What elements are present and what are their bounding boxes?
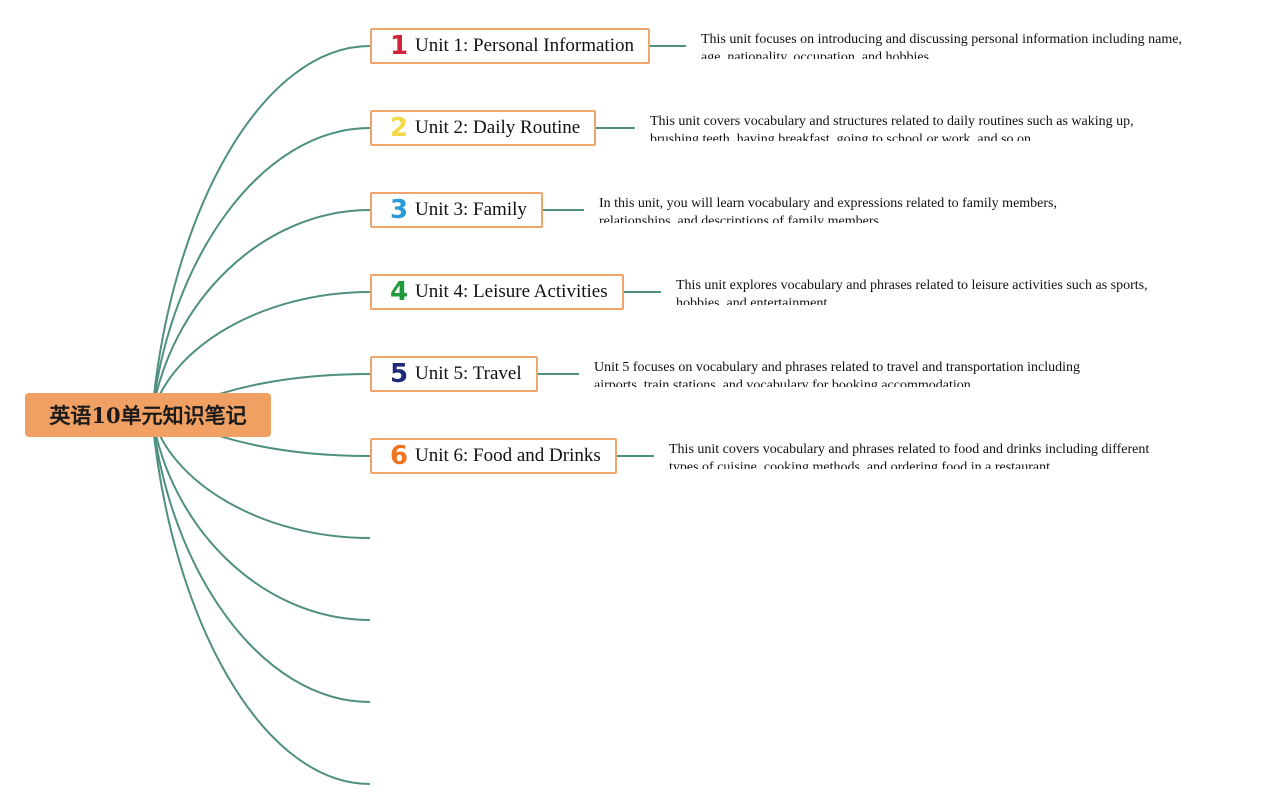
central-topic[interactable]: 英语10单元知识笔记 — [25, 393, 271, 437]
branch-connector-4 — [151, 291, 371, 416]
unit-title-2: Unit 2: Daily Routine — [415, 117, 581, 138]
unit-description-2[interactable]: This unit covers vocabulary and structur… — [650, 114, 1134, 141]
unit-description-3[interactable]: In this unit, you will learn vocabulary … — [599, 196, 1057, 223]
unit-node-6[interactable]: 6 Unit 6: Food and Drinks — [370, 438, 617, 474]
unit-title-6: Unit 6: Food and Drinks — [415, 445, 601, 466]
branch-connector-9 — [151, 414, 371, 703]
unit-node-2[interactable]: 2 Unit 2: Daily Routine — [370, 110, 597, 146]
number-five-icon: 5 — [389, 359, 409, 389]
unit-description-5[interactable]: Unit 5 focuses on vocabulary and phrases… — [594, 360, 1080, 387]
unit-title-1: Unit 1: Personal Information — [415, 35, 634, 56]
unit-title-3: Unit 3: Family — [415, 199, 527, 220]
unit-node-1[interactable]: 1 Unit 1: Personal Information — [370, 28, 650, 64]
central-topic-title: 英语10单元知识笔记 — [49, 403, 247, 428]
number-six-icon: 6 — [389, 441, 409, 471]
branch-connector-3 — [151, 209, 371, 416]
branch-connector-10 — [151, 414, 371, 785]
unit-node-5[interactable]: 5 Unit 5: Travel — [370, 356, 538, 392]
branch-connector-1 — [151, 45, 371, 416]
number-four-icon: 4 — [389, 277, 409, 307]
number-two-icon: 2 — [389, 113, 409, 143]
number-three-icon: 3 — [389, 195, 409, 225]
branch-connector-7 — [151, 414, 371, 539]
unit-node-4[interactable]: 4 Unit 4: Leisure Activities — [370, 274, 624, 310]
branch-connector-2 — [151, 127, 371, 416]
unit-node-3[interactable]: 3 Unit 3: Family — [370, 192, 543, 228]
number-one-icon: 1 — [389, 31, 409, 61]
unit-description-6[interactable]: This unit covers vocabulary and phrases … — [669, 442, 1150, 469]
unit-title-4: Unit 4: Leisure Activities — [415, 281, 608, 302]
unit-description-1[interactable]: This unit focuses on introducing and dis… — [701, 32, 1182, 59]
unit-title-5: Unit 5: Travel — [415, 363, 522, 384]
branch-connector-8 — [151, 414, 371, 621]
unit-description-4[interactable]: This unit explores vocabulary and phrase… — [676, 278, 1148, 305]
